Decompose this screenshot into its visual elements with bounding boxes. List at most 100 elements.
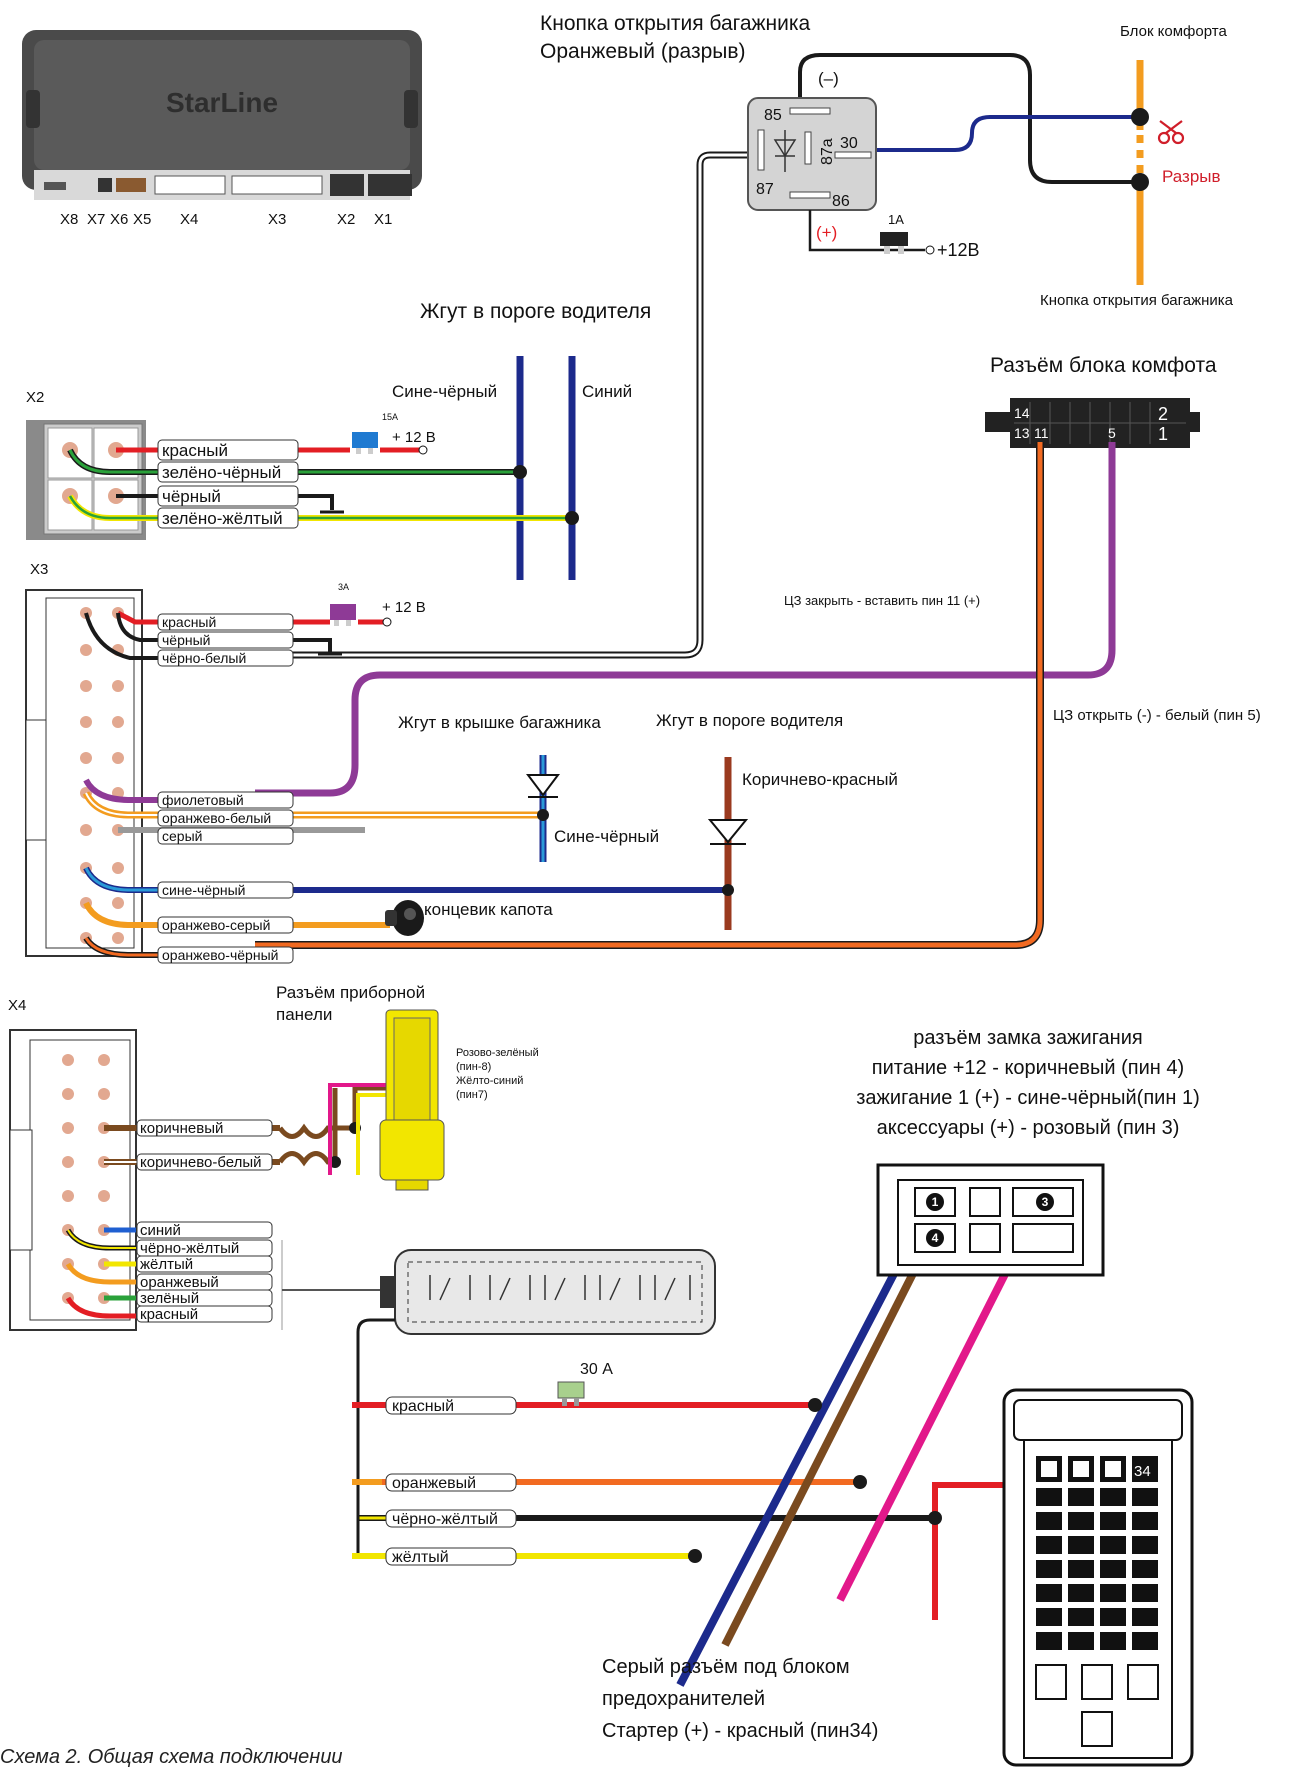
relay-fuse-label: 1A xyxy=(888,212,904,227)
hood-switch-label: концевик капота xyxy=(424,900,553,919)
relay-minus: (–) xyxy=(818,69,839,88)
trunk-lid-harness-label: Жгут в крышке багажника xyxy=(398,713,601,732)
conn-label-x4: X4 xyxy=(180,211,198,228)
conn-label-x7: X7 xyxy=(87,211,105,228)
x3-wire-orange-grey: оранжево-серый xyxy=(162,917,270,933)
grey-line-1: Серый разъём под блоком xyxy=(602,1656,850,1678)
relay-pin-87a: 87a xyxy=(819,138,836,165)
relay-plus: (+) xyxy=(816,223,837,242)
x3-label: X3 xyxy=(30,561,48,578)
relay-wire-orange: оранжевый xyxy=(392,1475,476,1492)
grey-line-3: Стартер (+) - красный (пин34) xyxy=(602,1720,878,1742)
dash-note-4: (пин7) xyxy=(456,1089,488,1101)
ignition-line-4: аксессуары (+) - розовый (пин 3) xyxy=(877,1117,1180,1139)
comfort-connector: Разъём блока комфота 14 13 11 5 2 1 ЦЗ з… xyxy=(784,354,1261,724)
relay-wire-yellow: жёлтый xyxy=(392,1549,449,1566)
x4-wire-orange: оранжевый xyxy=(140,1274,219,1291)
cut-label: Разрыв xyxy=(1162,167,1221,186)
conn-label-x8: X8 xyxy=(60,211,78,228)
ignition-line-3: зажигание 1 (+) - сине-чёрный(пин 1) xyxy=(856,1087,1199,1109)
relay-wire-red: красный xyxy=(392,1398,454,1415)
dash-title-1: Разъём приборной xyxy=(276,983,425,1002)
trunk-blue-black-label: Сине-чёрный xyxy=(554,827,659,846)
comfort-pin-14: 14 xyxy=(1014,405,1030,421)
x3-wire-blue-black: сине-чёрный xyxy=(162,882,245,898)
x4-wire-red: красный xyxy=(140,1306,198,1323)
trunk-relay-section: Кнопка открытия багажника Оранжевый (раз… xyxy=(287,12,1234,659)
x4-wire-yellow: жёлтый xyxy=(140,1256,193,1273)
x4-wire-brown-white: коричнево-белый xyxy=(140,1154,262,1171)
comfort-pin-1: 1 xyxy=(1158,424,1168,444)
x4-label: X4 xyxy=(8,997,26,1014)
x4-wire-blue: синий xyxy=(140,1222,181,1239)
relay-block: красный оранжевый чёрно-жёлтый жёлтый 30… xyxy=(352,1249,935,1566)
x4-wire-green: зелёный xyxy=(140,1290,199,1307)
scissors-icon xyxy=(1157,120,1185,145)
conn-label-x1: X1 xyxy=(374,211,392,228)
dash-title-2: панели xyxy=(276,1005,332,1024)
cz-close-label: ЦЗ закрыть - вставить пин 11 (+) xyxy=(784,593,980,608)
x2-wire-green-black: зелёно-чёрный xyxy=(162,463,281,482)
conn-label-x5: X5 xyxy=(133,211,151,228)
dash-connector-icon xyxy=(379,1009,445,1191)
x3-connector: X3 крас xyxy=(25,561,898,964)
grey-pin-34: 34 xyxy=(1134,1463,1151,1480)
x2-fuse-label: 15A xyxy=(382,412,398,422)
orange-black-wire xyxy=(255,442,1043,948)
trunk-button-bottom-label: Кнопка открытия багажника xyxy=(1040,292,1234,309)
relay-pin-87: 87 xyxy=(756,181,774,198)
x3-wire-orange-white: оранжево-белый xyxy=(162,810,271,826)
grey-fuse-connector: 34 Серый разъём под блоком предохранител… xyxy=(602,1388,1194,1767)
x3-wire-orange-black: оранжево-чёрный xyxy=(162,947,278,963)
figure-caption: Схема 2. Общая схема подключении xyxy=(0,1746,343,1768)
dash-note-1: Розово-зелёный xyxy=(456,1047,539,1059)
cz-open-label: ЦЗ открыть (-) - белый (пин 5) xyxy=(1053,707,1261,724)
x4-wire-brown: коричневый xyxy=(140,1120,223,1137)
sill-harness-title: Жгут в пороге водителя xyxy=(420,300,651,323)
relay-fuse-30a: 30 А xyxy=(580,1361,613,1378)
driver-sill-harness-top: Жгут в пороге водителя Сине-чёрный Синий xyxy=(392,300,651,580)
sill-blue-black-label: Сине-чёрный xyxy=(392,382,497,401)
relay-wire-black-yellow: чёрно-жёлтый xyxy=(392,1511,498,1528)
relay-pin-30: 30 xyxy=(840,135,858,152)
x2-connector: X2 красный зелёно-чёрный чёрный зелёно-ж… xyxy=(26,389,579,540)
x3-wire-black: чёрный xyxy=(162,632,210,648)
relay-pin-86: 86 xyxy=(832,193,850,210)
x2-wire-black: чёрный xyxy=(162,487,221,506)
ignition-pin-1: 1 xyxy=(932,1195,939,1209)
x4-wire-black-yellow: чёрно-жёлтый xyxy=(140,1240,239,1257)
brown-red-label: Коричнево-красный xyxy=(742,770,898,789)
conn-label-x2: X2 xyxy=(337,211,355,228)
x3-wire-black-white: чёрно-белый xyxy=(162,650,246,666)
conn-label-x6: X6 xyxy=(110,211,128,228)
x2-supply: + 12 В xyxy=(392,429,436,446)
x2-label: X2 xyxy=(26,389,44,406)
x4-connector: X4 Разъём приборной xyxy=(8,983,539,1331)
trunk-title-2: Оранжевый (разрыв) xyxy=(540,40,746,63)
conn-label-x3: X3 xyxy=(268,211,286,228)
ignition-line-1: разъём замка зажигания xyxy=(913,1027,1142,1049)
driver-sill-harness-label-2: Жгут в пороге водителя xyxy=(656,711,843,730)
relay-supply: +12В xyxy=(937,240,980,260)
dash-note-2: (пин-8) xyxy=(456,1061,491,1073)
ignition-pin-4: 4 xyxy=(932,1231,939,1245)
comfort-pin-11: 11 xyxy=(1034,425,1049,441)
sill-blue-label: Синий xyxy=(582,382,632,401)
x3-fuse-label: 3A xyxy=(338,582,349,592)
x2-wire-green-yellow: зелёно-жёлтый xyxy=(162,509,283,528)
comfort-block-label: Блок комфорта xyxy=(1120,23,1227,40)
dash-note-3: Жёлто-синий xyxy=(456,1075,523,1087)
ignition-line-2: питание +12 - коричневый (пин 4) xyxy=(872,1057,1184,1079)
starline-module: StarLine X8 X7 X6 X5 X4 X3 X2 X1 xyxy=(22,30,422,228)
trunk-title-1: Кнопка открытия багажника xyxy=(540,12,811,35)
module-brand: StarLine xyxy=(166,87,278,118)
grey-line-2: предохранителей xyxy=(602,1688,765,1710)
comfort-connector-title: Разъём блока комфота xyxy=(990,354,1217,377)
x3-wire-purple: фиолетовый xyxy=(162,792,244,808)
purple-wire xyxy=(255,442,1116,797)
comfort-pin-2: 2 xyxy=(1158,404,1168,424)
x2-wire-red: красный xyxy=(162,441,228,460)
comfort-pin-13: 13 xyxy=(1014,425,1030,441)
ignition-connector: разъём замка зажигания питание +12 - кор… xyxy=(676,1027,1200,1687)
